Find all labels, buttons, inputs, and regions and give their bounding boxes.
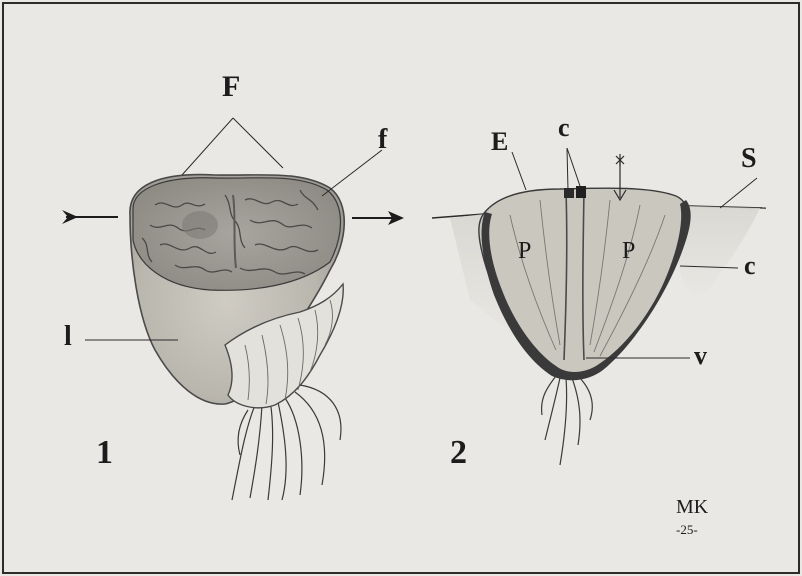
fig1-number: 1 [96, 434, 113, 471]
fig2-label-v: v [694, 341, 707, 370]
fig1-label-l: l [64, 321, 72, 352]
artist-monogram-number: -25- [676, 522, 698, 537]
fig2-label-c-side: c [744, 251, 756, 280]
fig1-window-surface [133, 178, 341, 291]
fig2-number: 2 [450, 434, 467, 471]
fig1-label-f: f [378, 124, 388, 155]
fig2-top-marker-left [564, 188, 574, 198]
fig1-window-shadow [182, 211, 218, 239]
fig2-top-marker-right [576, 186, 586, 198]
fig2-central-vessel-right [583, 190, 584, 360]
fig2-label-E: E [491, 127, 508, 156]
fig2-label-c-top: c [558, 113, 570, 142]
fig2-label-S: S [741, 143, 757, 174]
fig2-label-P-left: P [518, 238, 531, 264]
fig2-label-P-right: P [622, 238, 635, 264]
fig1-label-F: F [222, 70, 240, 103]
artist-monogram: MK [676, 496, 709, 518]
